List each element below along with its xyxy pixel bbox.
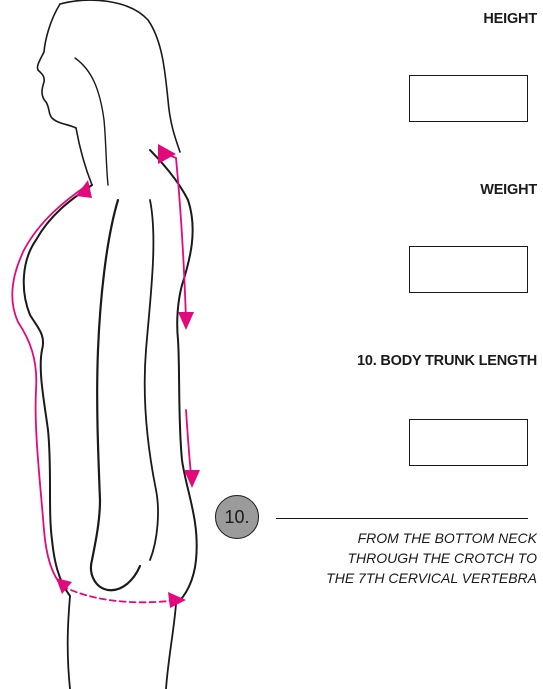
measure-path-front [12, 186, 86, 586]
weight-label: WEIGHT [480, 182, 537, 198]
leg-outline-back [166, 604, 176, 689]
instruction-line: FROM THE BOTTOM NECK [326, 528, 537, 548]
front-torso [24, 185, 92, 596]
measurement-instructions: FROM THE BOTTOM NECK THROUGH THE CROTCH … [326, 528, 537, 588]
hair-strand [75, 58, 108, 185]
step-number-badge: 10. [215, 495, 259, 539]
neck-line [76, 128, 92, 185]
instruction-line: THROUGH THE CROTCH TO [326, 548, 537, 568]
height-field[interactable] [409, 75, 528, 122]
head-outline [60, 0, 180, 152]
body-trunk-length-field[interactable] [409, 419, 528, 466]
arrow-down-back-icon [178, 312, 194, 330]
body-silhouette-illustration [0, 0, 290, 689]
instruction-line: THE 7TH CERVICAL VERTEBRA [326, 568, 537, 588]
arrow-up-neck-icon [76, 180, 92, 198]
face-profile [37, 4, 76, 128]
arrow-left-crotch-icon [56, 578, 72, 594]
arrow-right-crotch-icon [168, 592, 186, 608]
weight-field[interactable] [409, 246, 528, 293]
leg-outline [68, 596, 70, 689]
arm-back-edge [145, 200, 158, 560]
height-label: HEIGHT [483, 11, 537, 27]
divider-line [276, 518, 528, 519]
body-trunk-length-label: 10. BODY TRUNK LENGTH [357, 353, 537, 369]
arm-outline [91, 200, 140, 590]
arrow-right-cervical-icon [158, 144, 176, 164]
